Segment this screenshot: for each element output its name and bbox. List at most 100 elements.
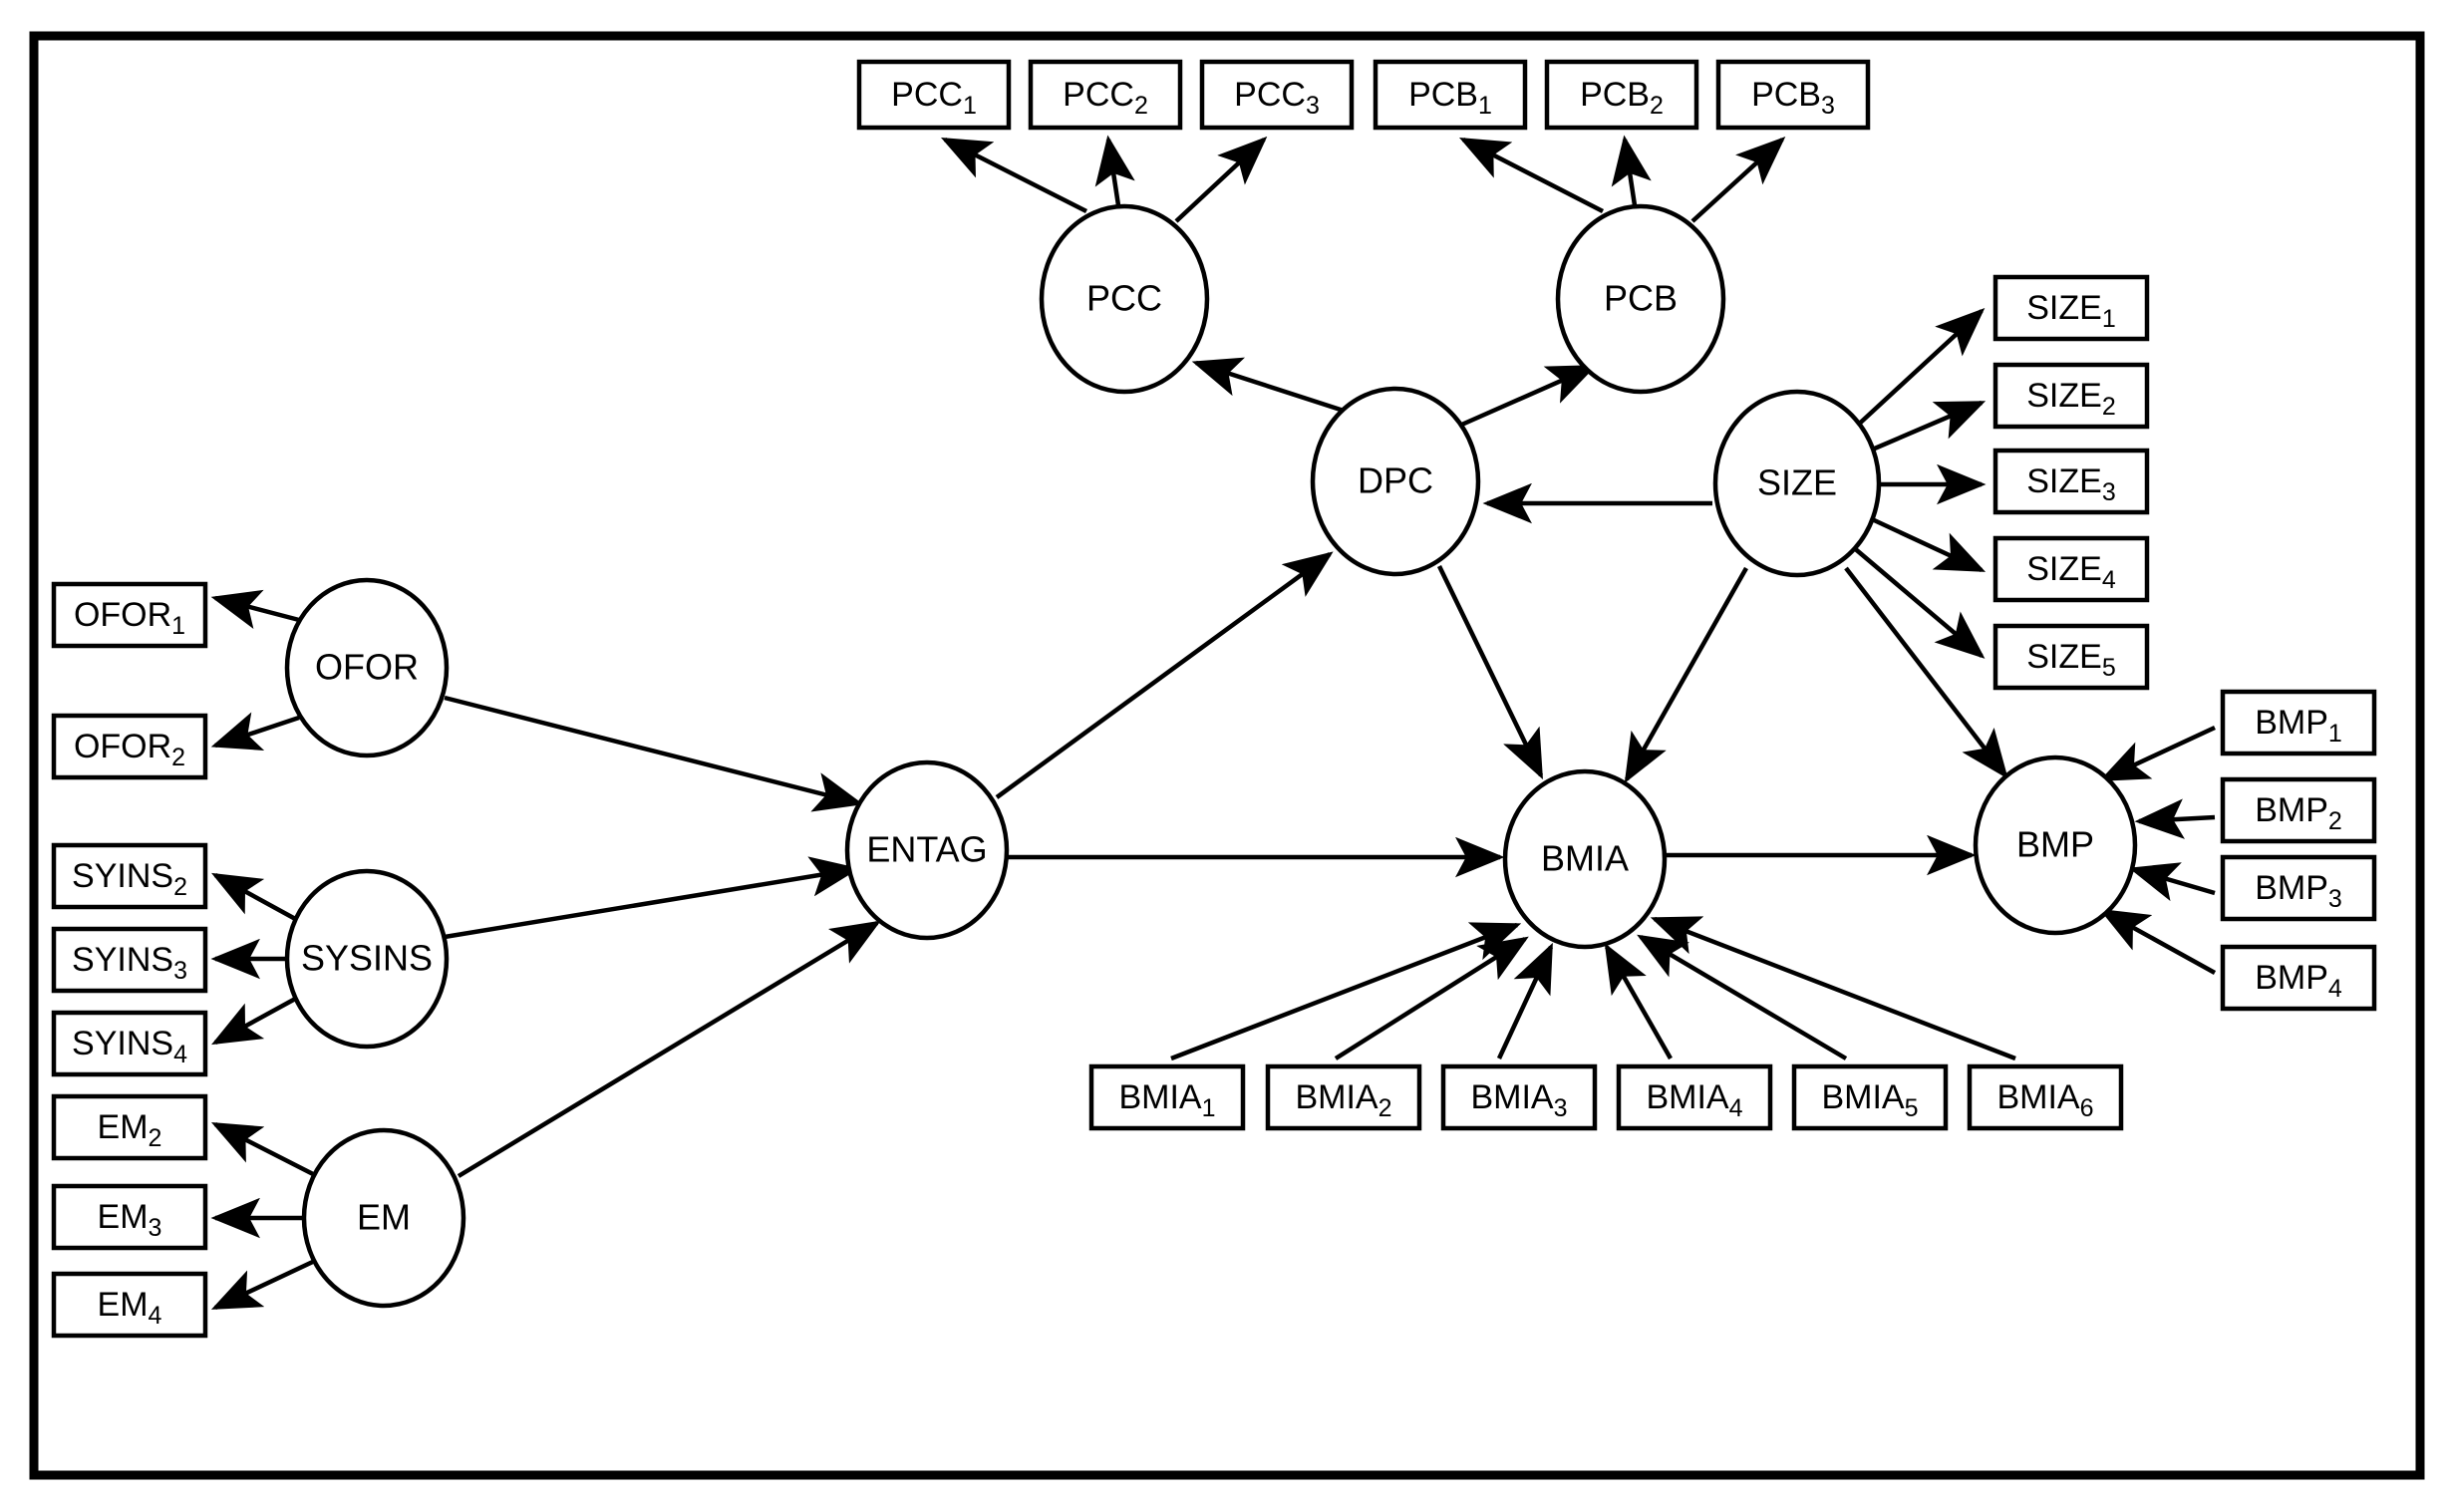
edge-em-to-entag	[457, 920, 881, 1178]
indicator-box-label: BMIA1	[1118, 1078, 1215, 1122]
latent-construct-label: DPC	[1358, 460, 1433, 501]
edge-size-to-bmp	[1844, 566, 2008, 779]
latent-construct-entag[interactable]: ENTAG	[844, 759, 1010, 941]
indicator-box-bmp3[interactable]: BMP3	[2220, 854, 2377, 922]
edge-bmia4-to-bmia	[1604, 943, 1673, 1060]
indicator-box-pcc3[interactable]: PCC3	[1199, 59, 1355, 131]
edge-em-to-em4	[210, 1257, 318, 1311]
indicator-box-label: SIZE5	[2026, 638, 2115, 682]
latent-construct-bmp[interactable]: BMP	[1973, 755, 2138, 936]
latent-construct-label: ENTAG	[866, 829, 987, 870]
indicator-box-rect	[1992, 623, 2150, 691]
indicator-box-rect	[2220, 776, 2377, 844]
latent-construct-ellipse	[1310, 386, 1481, 577]
indicator-box-syins3[interactable]: SYINS3	[51, 926, 208, 994]
indicator-box-rect	[856, 59, 1012, 131]
latent-construct-label: SIZE	[1757, 462, 1837, 503]
indicator-box-rect	[51, 1093, 208, 1161]
indicator-box-rect	[2220, 854, 2377, 922]
edge-size-to-size1	[1852, 307, 1986, 431]
indicator-box-bmia5[interactable]: BMIA5	[1791, 1063, 1949, 1131]
edge-bmia1-to-bmia	[1170, 922, 1522, 1061]
indicator-box-size1[interactable]: SIZE1	[1992, 274, 2150, 342]
latent-construct-ofor[interactable]: OFOR	[284, 577, 450, 758]
indicator-box-syins2[interactable]: SYINS2	[51, 842, 208, 910]
indicator-box-bmia1[interactable]: BMIA1	[1088, 1063, 1246, 1131]
indicator-box-label: SIZE1	[2026, 289, 2115, 333]
edge-sysins-to-entag	[444, 856, 860, 940]
indicator-box-pcc1[interactable]: PCC1	[856, 59, 1012, 131]
indicator-box-bmia6[interactable]: BMIA6	[1967, 1063, 2124, 1131]
indicator-box-syins4[interactable]: SYINS4	[51, 1010, 208, 1077]
indicator-box-label: SIZE4	[2026, 550, 2116, 594]
indicator-box-label: SYINS3	[72, 941, 187, 985]
indicator-box-label: EM3	[98, 1198, 162, 1242]
indicator-box-rect	[51, 1271, 208, 1339]
edges-layer	[210, 135, 2217, 1311]
indicator-box-label: BMP2	[2255, 791, 2342, 835]
indicator-box-rect	[51, 1010, 208, 1077]
latent-construct-ellipse	[284, 577, 450, 758]
indicator-box-rect	[2220, 689, 2377, 756]
latent-construct-label: PCB	[1604, 278, 1678, 319]
edge-bmp3-to-bmp	[2128, 862, 2216, 902]
indicator-box-rect	[51, 1183, 208, 1251]
indicator-box-rect	[51, 926, 208, 994]
edge-pcb-to-pcb3	[1690, 136, 1786, 223]
latent-construct-size[interactable]: SIZE	[1712, 389, 1882, 578]
indicator-box-label: EM4	[98, 1286, 162, 1330]
indicator-box-em4[interactable]: EM4	[51, 1271, 208, 1339]
indicator-box-label: BMIA3	[1470, 1078, 1567, 1122]
indicator-box-pcc2[interactable]: PCC2	[1028, 59, 1183, 131]
latent-construct-ellipse	[1502, 768, 1668, 950]
indicator-box-size3[interactable]: SIZE3	[1992, 448, 2150, 515]
indicator-box-size5[interactable]: SIZE5	[1992, 623, 2150, 691]
indicator-box-size4[interactable]: SIZE4	[1992, 535, 2150, 603]
indicator-box-rect	[1992, 535, 2150, 603]
latent-construct-ellipse	[1712, 389, 1882, 578]
indicator-box-label: PCC3	[1234, 76, 1320, 120]
latent-construct-label: PCC	[1086, 278, 1162, 319]
edge-bmp1-to-bmp	[2098, 725, 2216, 782]
latent-construct-dpc[interactable]: DPC	[1310, 386, 1481, 577]
latent-constructs-layer: PCC PCB DPC SIZE OFOR SYSINS EM ENTAG BMIA BMP	[284, 203, 2138, 1309]
indicator-box-pcb1[interactable]: PCB1	[1373, 59, 1528, 131]
latent-construct-ellipse	[301, 1127, 466, 1309]
indicator-box-label: SIZE2	[2026, 377, 2115, 421]
indicator-box-bmia3[interactable]: BMIA3	[1440, 1063, 1598, 1131]
indicator-box-label: BMP4	[2255, 959, 2342, 1003]
edge-ofor-to-ofor2	[210, 712, 300, 751]
latent-construct-label: BMP	[2016, 824, 2094, 865]
indicator-box-rect	[51, 842, 208, 910]
indicator-box-bmp1[interactable]: BMP1	[2220, 689, 2377, 756]
latent-construct-sysins[interactable]: SYSINS	[284, 868, 450, 1050]
indicator-box-pcb2[interactable]: PCB2	[1544, 59, 1699, 131]
indicator-box-em2[interactable]: EM2	[51, 1093, 208, 1161]
indicator-box-em3[interactable]: EM3	[51, 1183, 208, 1251]
indicator-box-rect	[1544, 59, 1699, 131]
indicator-box-label: EM2	[98, 1108, 162, 1152]
indicator-box-bmia2[interactable]: BMIA2	[1265, 1063, 1422, 1131]
latent-construct-pcc[interactable]: PCC	[1039, 203, 1210, 395]
indicator-box-pcb3[interactable]: PCB3	[1715, 59, 1871, 131]
indicator-box-label: PCB1	[1408, 76, 1492, 120]
latent-construct-em[interactable]: EM	[301, 1127, 466, 1309]
edge-pcb-to-pcb2	[1611, 135, 1652, 206]
diagram-frame	[29, 31, 2425, 1480]
indicator-box-ofor2[interactable]: OFOR2	[51, 713, 208, 780]
indicator-box-rect	[1616, 1063, 1773, 1131]
indicator-box-rect	[51, 713, 208, 780]
indicator-box-bmp2[interactable]: BMP2	[2220, 776, 2377, 844]
indicator-box-bmp4[interactable]: BMP4	[2220, 944, 2377, 1012]
indicator-box-bmia4[interactable]: BMIA4	[1616, 1063, 1773, 1131]
latent-construct-bmia[interactable]: BMIA	[1502, 768, 1668, 950]
indicator-box-ofor1[interactable]: OFOR1	[51, 581, 208, 649]
edge-bmp2-to-bmp	[2134, 798, 2216, 839]
edge-pcb-to-pcb1	[1458, 137, 1605, 214]
edge-ofor-to-entag	[444, 695, 864, 812]
indicator-box-label: BMIA4	[1646, 1078, 1742, 1122]
latent-construct-pcb[interactable]: PCB	[1555, 203, 1726, 395]
indicator-box-size2[interactable]: SIZE2	[1992, 362, 2150, 430]
